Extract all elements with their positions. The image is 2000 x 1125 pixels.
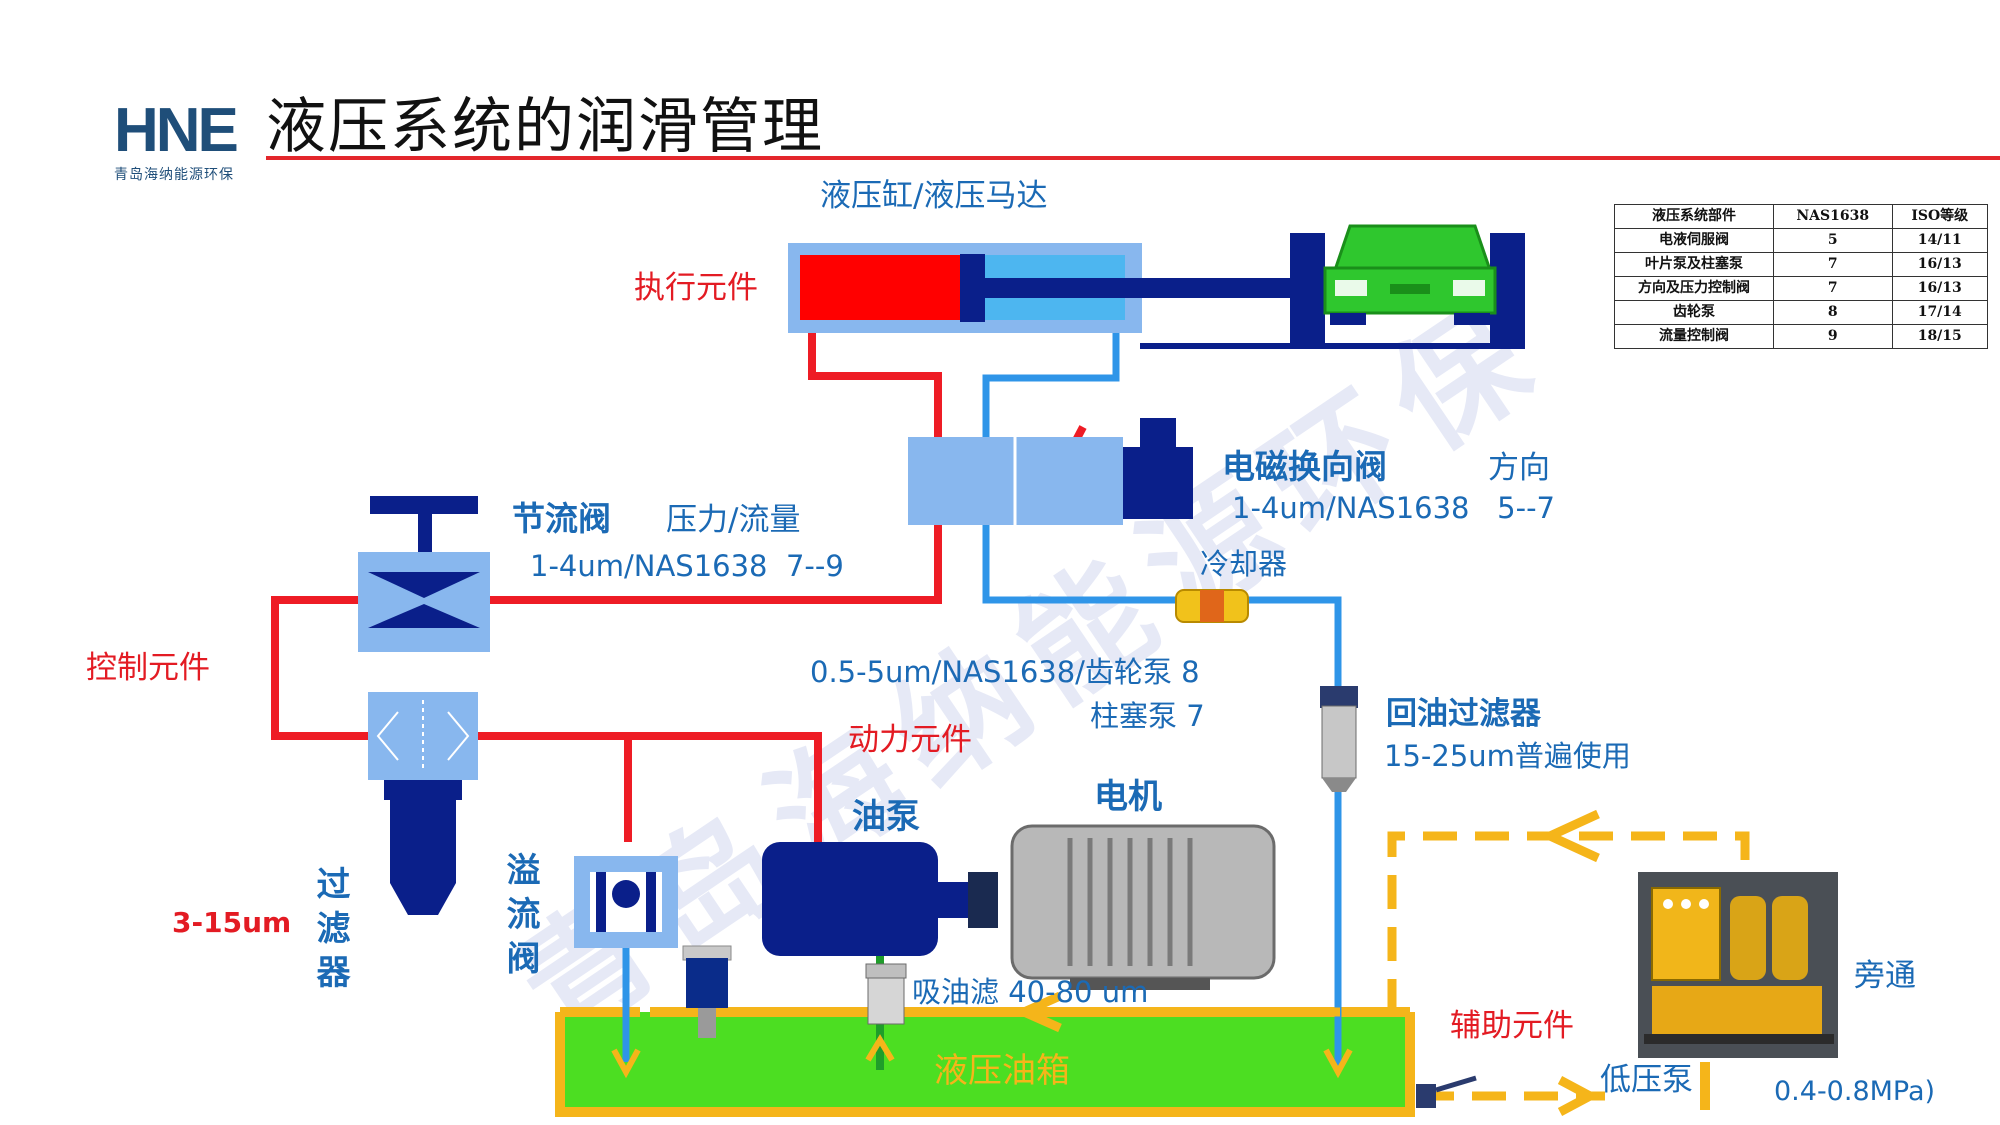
table-row: 流量控制阀 9 18/15 bbox=[1614, 324, 1988, 349]
bypass-label: 旁通 bbox=[1854, 958, 1916, 994]
suction-arrow bbox=[865, 1034, 895, 1062]
breather-filter-body bbox=[686, 958, 728, 1008]
return-filter-bowl bbox=[1321, 705, 1357, 779]
throttle-valve-type: 压力/流量 bbox=[666, 502, 800, 538]
cleanliness-table: 液压系统部件 NAS1638 ISO等级 电液伺服阀 5 14/11 叶片泵及柱… bbox=[1614, 204, 1988, 349]
power-label: 动力元件 bbox=[848, 722, 972, 758]
table-row: 方向及压力控制阀 7 16/13 bbox=[1614, 276, 1988, 301]
filter-name: 过滤器 bbox=[310, 866, 350, 998]
low-pressure-pump-icon bbox=[1700, 1062, 1710, 1110]
filter-micron-label: 3-15um bbox=[172, 906, 291, 939]
table-cell: 流量控制阀 bbox=[1614, 324, 1774, 349]
title-rule bbox=[266, 156, 2000, 160]
motor-label: 电机 bbox=[1094, 777, 1162, 817]
table-cell: 7 bbox=[1773, 276, 1893, 301]
throttle-stem bbox=[418, 514, 432, 554]
table-cell: 16/13 bbox=[1891, 252, 1988, 277]
throttle-handle bbox=[370, 496, 478, 514]
filter-cart-image bbox=[1638, 872, 1838, 1058]
table-cell: 8 bbox=[1773, 300, 1893, 325]
cylinder-label: 液压缸/液压马达 bbox=[820, 178, 1047, 214]
diagram-labels: 液压缸/液压马达 执行元件 电磁换向阀 方向 1-4um/NAS1638 5--… bbox=[86, 178, 1935, 1107]
tank-label: 液压油箱 bbox=[934, 1051, 1070, 1091]
table-cell: 5 bbox=[1773, 228, 1893, 253]
table-cell: 电液伺服阀 bbox=[1614, 228, 1774, 253]
return-filter-spec: 15-25um普遍使用 bbox=[1384, 739, 1631, 773]
oil-pump bbox=[762, 842, 938, 956]
company-logo-mark: HNE bbox=[114, 96, 239, 165]
return-arrow-left bbox=[611, 1048, 641, 1079]
table-cell: 齿轮泵 bbox=[1614, 300, 1774, 325]
breather-filter-cap bbox=[682, 945, 732, 961]
low-pump-label: 低压泵 bbox=[1600, 1062, 1693, 1098]
throttle-body bbox=[358, 552, 490, 652]
table-cell: 14/11 bbox=[1891, 228, 1988, 253]
table-header-cell: ISO等级 bbox=[1891, 204, 1988, 229]
suction-filter-cap bbox=[865, 963, 907, 979]
table-cell: 17/14 bbox=[1891, 300, 1988, 325]
control-label: 控制元件 bbox=[86, 650, 210, 686]
bypass-arrow-top bbox=[1539, 809, 1600, 863]
pump-spec-1: 0.5-5um/NAS1638/齿轮泵 8 bbox=[810, 655, 1200, 689]
table-header-cell: NAS1638 bbox=[1773, 204, 1893, 229]
electric-motor bbox=[1010, 824, 1276, 980]
bypass-arrow-mid bbox=[1012, 991, 1062, 1033]
tank-wall bbox=[555, 1012, 1415, 1117]
drain-valve bbox=[1416, 1084, 1436, 1108]
bypass-arrow-bottom bbox=[1557, 1076, 1600, 1116]
throttle-valve-name: 节流阀 bbox=[512, 499, 611, 538]
car-frame-left bbox=[1290, 233, 1325, 343]
bypass-loop bbox=[1040, 831, 1750, 1101]
solenoid-cap bbox=[1140, 418, 1176, 448]
table-cell: 9 bbox=[1773, 324, 1893, 349]
return-filter-name: 回油过滤器 bbox=[1386, 696, 1542, 732]
relief-valve-name: 溢流阀 bbox=[500, 852, 540, 984]
pressure-filter-bowl bbox=[390, 798, 456, 883]
table-row: 齿轮泵 8 17/14 bbox=[1614, 300, 1988, 325]
pump-label: 油泵 bbox=[852, 797, 920, 837]
solenoid-coil bbox=[1123, 447, 1193, 519]
table-cell: 7 bbox=[1773, 252, 1893, 277]
aux-label: 辅助元件 bbox=[1450, 1008, 1574, 1044]
solenoid-valve-name: 电磁换向阀 bbox=[1222, 447, 1387, 486]
table-row: 叶片泵及柱塞泵 7 16/13 bbox=[1614, 252, 1988, 277]
company-logo-subtitle: 青岛海纳能源环保 bbox=[114, 167, 234, 183]
suction-filter-label: 吸油滤 40-80 um bbox=[912, 975, 1148, 1009]
pump-spec-2: 柱塞泵 7 bbox=[1090, 699, 1205, 733]
cylinder-red-chamber bbox=[800, 255, 960, 320]
table-cell: 方向及压力控制阀 bbox=[1614, 276, 1774, 301]
return-filter-head bbox=[1320, 686, 1358, 708]
table-cell: 叶片泵及柱塞泵 bbox=[1614, 252, 1774, 277]
relief-valve-ball bbox=[612, 880, 640, 908]
throttle-valve-spec: 1-4um/NAS1638 7--9 bbox=[530, 549, 844, 583]
coupling bbox=[938, 882, 968, 918]
table-cell: 18/15 bbox=[1891, 324, 1988, 349]
pressure-label: 0.4-0.8MPa) bbox=[1774, 1076, 1935, 1107]
table-row: 电液伺服阀 5 14/11 bbox=[1614, 228, 1988, 253]
cooler-label: 冷却器 bbox=[1200, 547, 1287, 581]
piston-rod bbox=[985, 278, 1290, 298]
suction-filter-body bbox=[867, 977, 905, 1025]
table-cell: 16/13 bbox=[1891, 276, 1988, 301]
return-arrow-right bbox=[1323, 1048, 1353, 1079]
throttle-restrictor-bottom bbox=[368, 604, 480, 628]
table-header-row: 液压系统部件 NAS1638 ISO等级 bbox=[1614, 204, 1988, 229]
table-header-cell: 液压系统部件 bbox=[1614, 204, 1774, 229]
solenoid-valve-spec: 1-4um/NAS1638 5--7 bbox=[1232, 491, 1555, 525]
solenoid-valve-direction: 方向 bbox=[1488, 450, 1550, 486]
throttle-restrictor-top bbox=[368, 572, 480, 598]
page-title: 液压系统的润滑管理 bbox=[266, 92, 824, 162]
pressure-filter-cap bbox=[384, 780, 462, 800]
actuator-label: 执行元件 bbox=[634, 270, 758, 306]
cylinder-piston bbox=[960, 254, 985, 322]
car-icon bbox=[1323, 224, 1497, 325]
